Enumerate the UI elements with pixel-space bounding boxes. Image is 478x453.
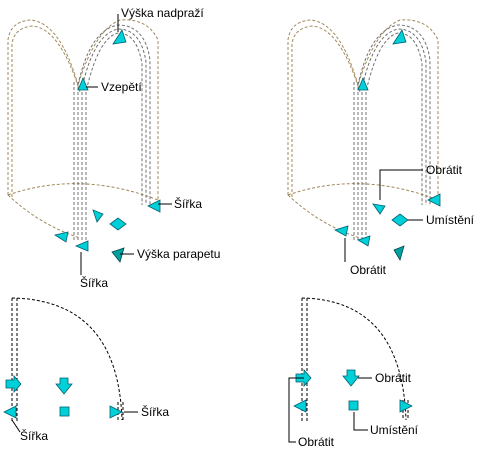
ground-front-right bbox=[287, 194, 361, 239]
frame-line-3 bbox=[85, 32, 143, 240]
label-height-crest: Výška nadpraží bbox=[121, 6, 204, 20]
plan-arc-left bbox=[11, 297, 123, 421]
arch-3d-left bbox=[7, 14, 172, 275]
flip-grip-low[interactable] bbox=[333, 225, 349, 237]
plan-width-grip-left[interactable] bbox=[3, 405, 17, 419]
leader-flip-top bbox=[379, 169, 423, 200]
arch-outline-left-inner bbox=[11, 25, 81, 197]
plan-flip-grip-down-r[interactable] bbox=[342, 369, 360, 387]
placement-grip-left[interactable] bbox=[109, 217, 127, 231]
flip-grip-top[interactable] bbox=[372, 203, 386, 215]
frame-line-2 bbox=[81, 28, 147, 240]
plan-left bbox=[3, 297, 138, 433]
label-flip-top: Obrátit bbox=[426, 163, 463, 177]
plan-placement-grip[interactable] bbox=[59, 406, 70, 417]
arch-outline-right-inner bbox=[291, 25, 361, 197]
placement-grip-top[interactable] bbox=[391, 213, 409, 227]
sill-height-grip[interactable] bbox=[111, 247, 125, 263]
arch-outline-left bbox=[7, 19, 159, 200]
width-grip-right-r[interactable] bbox=[427, 193, 441, 207]
width-grip-right[interactable] bbox=[147, 199, 161, 213]
ground-arc-right bbox=[287, 183, 439, 201]
leader-plan-flip-left bbox=[288, 377, 304, 443]
label-plan-flip-left: Obrátit bbox=[298, 435, 335, 449]
label-placement-top: Umístění bbox=[426, 213, 475, 227]
frame-line-r3 bbox=[365, 32, 423, 240]
plan-right bbox=[288, 297, 413, 443]
plan-flip-grip-down[interactable] bbox=[55, 377, 73, 395]
leader-plan-width-left bbox=[11, 419, 21, 433]
frame-line-r1 bbox=[357, 24, 431, 240]
width-grip-left[interactable] bbox=[53, 231, 69, 243]
label-sill-height: Výška parapetu bbox=[137, 247, 220, 261]
plan-width-grip-right[interactable] bbox=[109, 405, 123, 419]
label-plan-width-left: Šířka bbox=[20, 428, 48, 443]
height-crest-grip[interactable] bbox=[112, 29, 127, 45]
label-plan-flip-right: Obrátit bbox=[375, 371, 412, 385]
height-crest-grip-r[interactable] bbox=[392, 29, 407, 45]
ground-arc-left bbox=[7, 183, 159, 201]
arch-3d-right bbox=[287, 19, 441, 262]
plan-width-grip-left-r[interactable] bbox=[293, 399, 307, 413]
label-plan-width-right: Šířka bbox=[141, 404, 169, 419]
arch-outline-right bbox=[287, 19, 439, 200]
leader-plan-placement bbox=[353, 412, 368, 431]
label-spring: Vzepětí bbox=[101, 80, 142, 94]
label-plan-placement: Umístění bbox=[370, 423, 419, 437]
width-grip-bottom[interactable] bbox=[74, 240, 89, 252]
plan-placement-grip-r[interactable] bbox=[348, 400, 359, 411]
label-width-right: Šířka bbox=[174, 196, 202, 211]
plan-width-grip-right-r[interactable] bbox=[399, 399, 413, 413]
sill-height-grip-r[interactable] bbox=[393, 245, 405, 261]
width-grip-bottom-r[interactable] bbox=[357, 235, 371, 247]
label-flip-low: Obrátit bbox=[350, 263, 387, 277]
ground-front-left bbox=[7, 194, 81, 239]
spring-grip-r[interactable] bbox=[357, 76, 369, 91]
label-width-left: Šířka bbox=[80, 275, 108, 290]
frame-line-r2 bbox=[361, 28, 427, 240]
spring-grip[interactable] bbox=[77, 76, 89, 91]
flip-grip-left[interactable] bbox=[92, 209, 104, 223]
plan-flip-grip-left[interactable] bbox=[5, 374, 22, 394]
